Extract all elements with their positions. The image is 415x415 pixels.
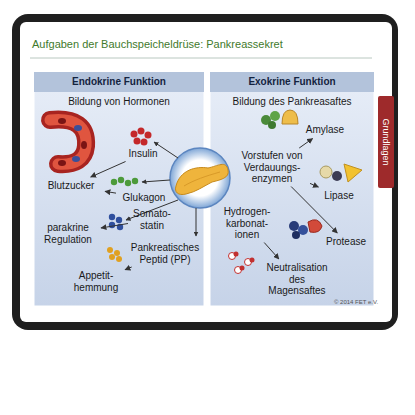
connector-arrow	[105, 191, 116, 193]
connector-arrow	[264, 243, 279, 260]
copyright-note: © 2014 FET e.V.	[334, 299, 378, 305]
term-label: Protease	[322, 236, 370, 248]
panel-subheading: Bildung des Pankreasaftes	[210, 96, 374, 108]
term-label: Appetit- hemmung	[70, 270, 122, 293]
term-box: parakrine Regulation	[38, 222, 98, 245]
connector-arrow	[310, 183, 318, 187]
slide-ground	[20, 22, 392, 322]
function-panel: Exokrine FunktionBildung des Pankreasaft…	[210, 72, 374, 306]
term-box: Blutzucker	[40, 180, 102, 192]
panel-heading: Endokrine Funktion	[34, 72, 204, 92]
connector-arrow	[299, 139, 312, 149]
term-label: Lipase	[318, 190, 360, 202]
term-box: Appetit- hemmung	[70, 270, 122, 293]
panel-heading: Exokrine Funktion	[210, 72, 374, 92]
hydrogencarbonate-ions	[229, 252, 255, 274]
slide-title: Aufgaben der Bauchspeicheldrüse: Pankrea…	[32, 38, 283, 50]
term-box: Somato- statin	[130, 208, 174, 231]
function-panel: Endokrine FunktionBildung von HormonenIn…	[34, 72, 204, 306]
glukagon-dots	[111, 177, 138, 186]
term-box: Protease	[322, 236, 370, 248]
panel-subheading: Bildung von Hormonen	[34, 96, 204, 108]
connector-arrow	[91, 162, 126, 178]
term-box: Insulin	[118, 148, 168, 160]
term-label: Hydrogen- karbonat- ionen	[220, 206, 274, 241]
connector-arrow	[125, 267, 132, 270]
connector-arrow	[101, 224, 128, 229]
term-label: Blutzucker	[40, 180, 102, 192]
tablet-bezel	[12, 14, 398, 330]
tab-label: Grundlagen	[381, 118, 391, 165]
term-box: Vorstufen von Verdauungs- enzymen	[236, 150, 308, 185]
term-label: Amylase	[300, 124, 350, 136]
term-label: Insulin	[118, 148, 168, 160]
title-holder: Aufgaben der Bauchspeicheldrüse: Pankrea…	[32, 38, 283, 50]
term-box: Pankreatisches Peptid (PP)	[126, 242, 204, 265]
panel-grounds	[34, 72, 374, 306]
term-box: Hydrogen- karbonat- ionen	[220, 206, 274, 241]
lipase-icons	[320, 164, 362, 182]
term-box: Glukagon	[118, 192, 170, 204]
insulin-dots	[131, 128, 152, 146]
protease-icons	[289, 220, 322, 239]
term-label: parakrine Regulation	[38, 222, 98, 245]
term-label: Vorstufen von Verdauungs- enzymen	[236, 150, 308, 185]
note-holder: © 2014 FET e.V.	[334, 299, 378, 305]
term-label: Glukagon	[118, 192, 170, 204]
term-label: Somato- statin	[130, 208, 174, 231]
term-label: Pankreatisches Peptid (PP)	[126, 242, 204, 265]
term-box: Amylase	[300, 124, 350, 136]
amylase-icons	[261, 110, 298, 129]
term-box: Neutralisation des Magensaftes	[262, 262, 332, 297]
blood-vessel-icon	[50, 118, 87, 166]
pp-dots	[107, 247, 122, 262]
title-rule	[30, 58, 372, 59]
term-box: Lipase	[318, 190, 360, 202]
section-tab: Grundlagen	[378, 96, 394, 188]
term-label: Neutralisation des Magensaftes	[262, 262, 332, 297]
pancreas-icon	[170, 148, 230, 208]
somatostatin-dots	[109, 214, 123, 230]
